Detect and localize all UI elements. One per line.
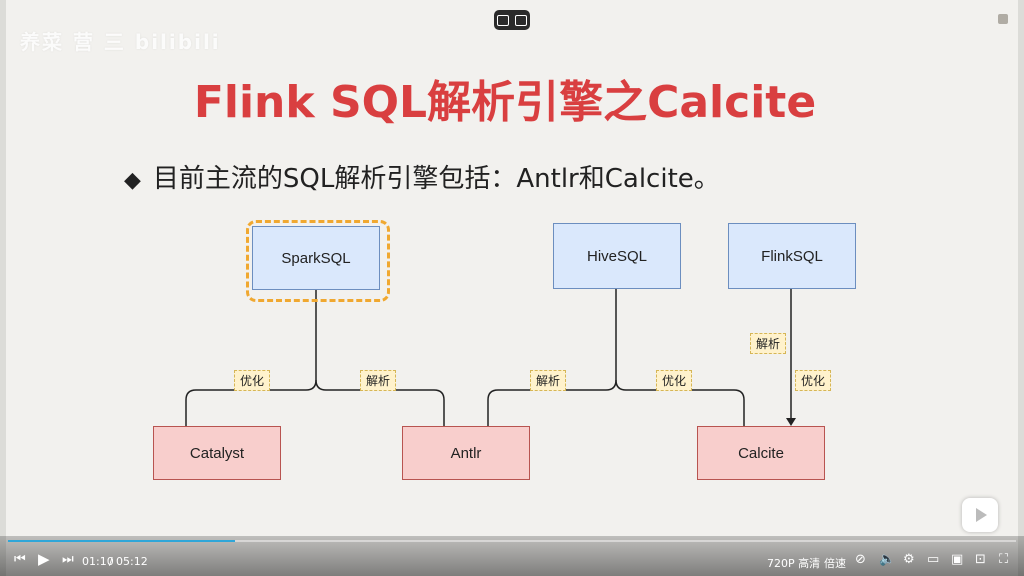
connector-hive-antlr: [487, 288, 617, 426]
corner-icon: [998, 14, 1008, 24]
player-control-bar: [0, 536, 1024, 576]
progress-bar[interactable]: [8, 540, 1016, 542]
progress-bar-fill: [8, 540, 235, 542]
picture-in-picture-icon[interactable]: ▭: [927, 552, 940, 567]
box-flinksql: FlinkSQL: [728, 223, 856, 289]
web-fullscreen-icon[interactable]: ⊡: [975, 552, 986, 567]
top-overlay-controls[interactable]: [494, 10, 530, 30]
fullscreen-icon[interactable]: ⛶: [999, 552, 1009, 567]
diamond-bullet-icon: ◆: [124, 168, 141, 193]
label-flink-parse: 解析: [750, 333, 787, 354]
volume-icon[interactable]: 🔈: [879, 552, 896, 567]
slide-title: Flink SQL解析引擎之Calcite: [193, 77, 817, 128]
label-spark-parse: 解析: [360, 370, 397, 391]
time-current: 01:10: [82, 555, 114, 568]
settings-icon[interactable]: ⚙: [903, 552, 915, 567]
widescreen-icon[interactable]: ▣: [951, 552, 964, 567]
bilibili-watermark: 养菜 营 三 bilibili: [20, 30, 221, 54]
box-sparksql: SparkSQL: [252, 226, 380, 290]
label-spark-optimize: 优化: [234, 370, 271, 391]
box-catalyst: Catalyst: [153, 426, 281, 480]
label-flink-optimize: 优化: [795, 370, 832, 391]
arrowhead: [786, 418, 796, 426]
connector-spark-antlr: [315, 379, 445, 426]
tv-play-icon: [976, 508, 987, 522]
label-hive-parse: 解析: [530, 370, 567, 391]
connector-spark-catalyst: [185, 290, 317, 426]
time-total: 05:12: [116, 555, 148, 568]
play-icon[interactable]: ▶: [38, 550, 50, 568]
box-calcite: Calcite: [697, 426, 825, 480]
left-edge: [0, 0, 6, 576]
box-antlr: Antlr: [402, 426, 530, 480]
right-edge: [1018, 0, 1024, 576]
speed-selector[interactable]: 倍速: [824, 557, 846, 570]
box-hivesql: HiveSQL: [553, 223, 681, 289]
danmaku-off-icon[interactable]: ⊘: [855, 552, 866, 567]
sparksql-highlight-outline: [246, 220, 390, 302]
time-separator: /: [109, 555, 113, 568]
bilibili-float-button[interactable]: [962, 498, 998, 532]
skip-next-icon[interactable]: ⏭: [62, 552, 74, 567]
connector-hive-calcite: [615, 379, 745, 426]
label-hive-optimize: 优化: [656, 370, 693, 391]
skip-prev-icon[interactable]: ⏮: [14, 552, 26, 567]
screenshot-icon[interactable]: [497, 14, 509, 26]
quality-selector[interactable]: 720P 高清: [767, 557, 821, 570]
mini-player-icon[interactable]: [515, 14, 527, 26]
slide-bullet: ◆ 目前主流的SQL解析引擎包括：Antlr和Calcite。: [124, 158, 720, 195]
bullet-text: 目前主流的SQL解析引擎包括：Antlr和Calcite。: [152, 164, 720, 194]
